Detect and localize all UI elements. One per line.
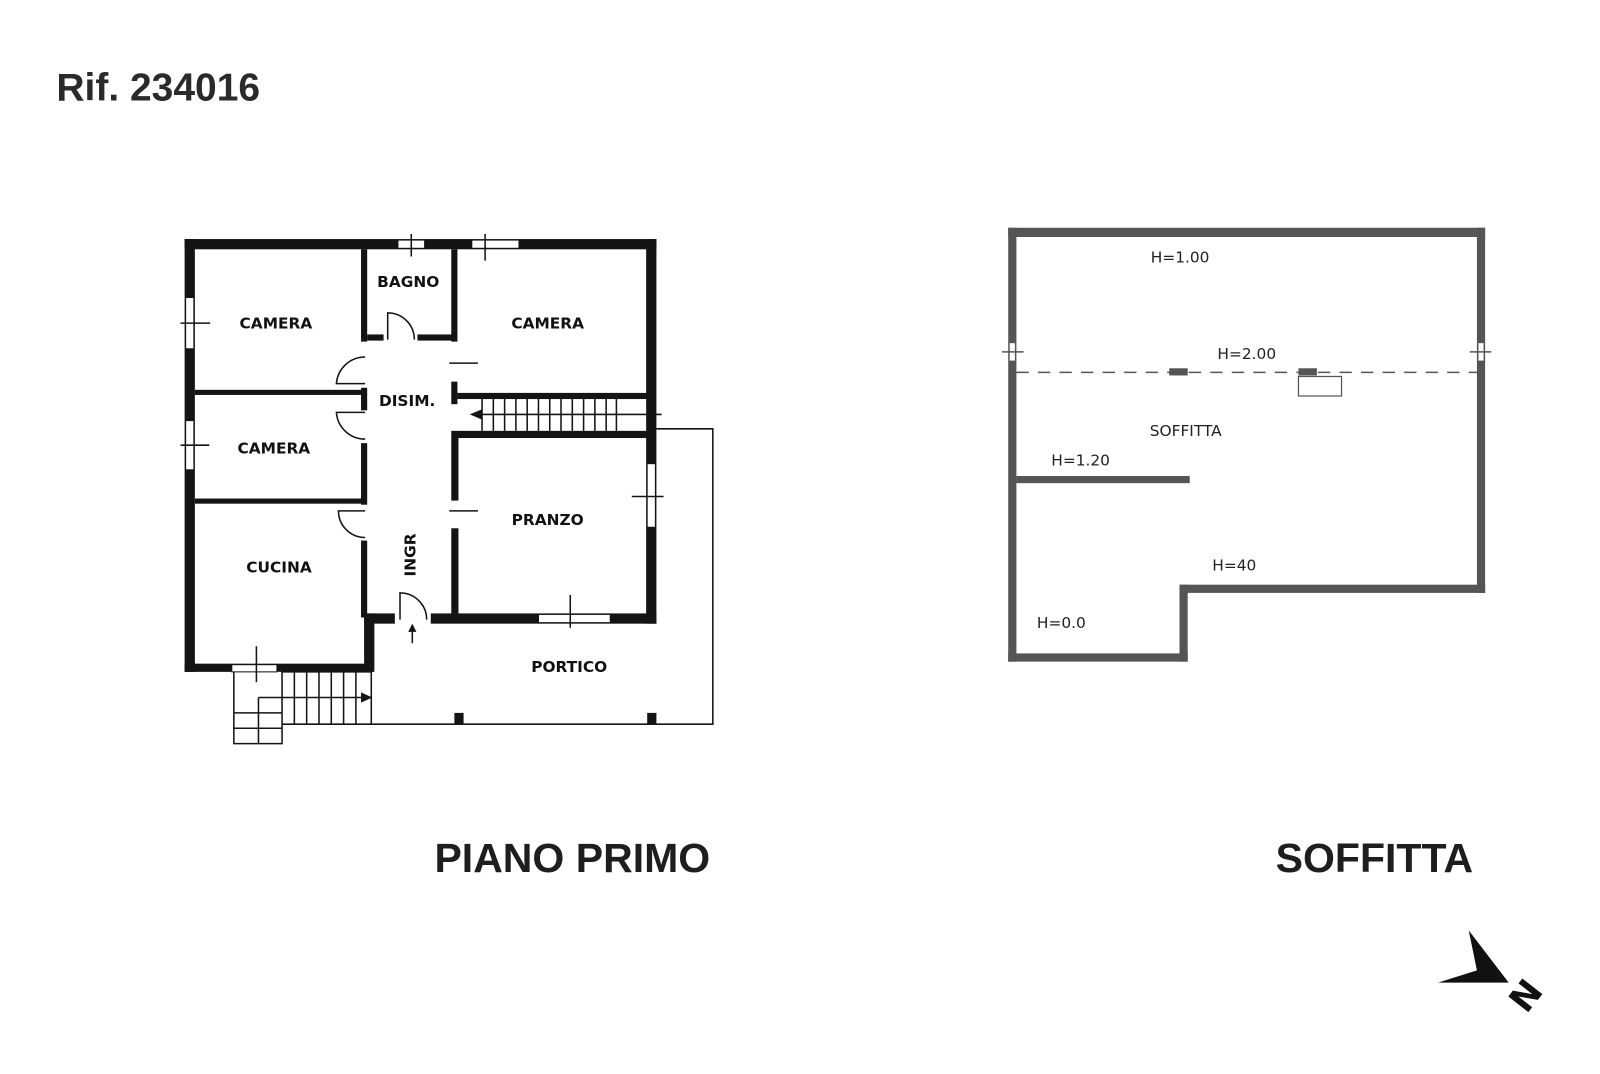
height-label: H=40 xyxy=(1212,556,1256,574)
external-stair xyxy=(233,671,373,745)
room-label-soffitta: SOFFITTA xyxy=(1150,422,1222,440)
height-label: H=1.20 xyxy=(1051,452,1110,470)
height-label: H=0.0 xyxy=(1037,614,1086,632)
soffitta-title: SOFFITTA xyxy=(1276,835,1473,881)
portico-column xyxy=(454,712,464,725)
roof-hatch xyxy=(1297,375,1343,397)
portico-column xyxy=(647,712,657,725)
room-label-camera-2: CAMERA xyxy=(511,314,584,332)
soffitta-plan: H=1.00 H=2.00 SOFFITTA H=1.20 H=40 H=0.0 xyxy=(1002,227,1492,662)
piano-primo-title: PIANO PRIMO xyxy=(434,835,710,881)
windows xyxy=(180,233,664,683)
height-label: H=2.00 xyxy=(1217,345,1276,363)
reference-number: Rif. 234016 xyxy=(56,67,260,110)
piano-primo-plan: CAMERA BAGNO CAMERA DISIM. CAMERA PRANZO… xyxy=(180,233,714,745)
north-label: N xyxy=(1502,973,1551,1021)
room-label-portico: PORTICO xyxy=(531,658,607,676)
room-label-camera-3: CAMERA xyxy=(237,439,310,457)
room-label-bagno: BAGNO xyxy=(377,273,439,291)
room-label-ingresso: INGR xyxy=(401,533,419,576)
room-label-disimpegno: DISIM. xyxy=(379,392,435,410)
internal-stair xyxy=(479,399,662,431)
height-label: H=1.00 xyxy=(1151,249,1210,267)
room-label-camera-1: CAMERA xyxy=(240,314,313,332)
north-arrow-icon: N xyxy=(1437,930,1551,1021)
room-label-cucina: CUCINA xyxy=(246,558,312,576)
room-label-pranzo: PRANZO xyxy=(512,511,584,529)
